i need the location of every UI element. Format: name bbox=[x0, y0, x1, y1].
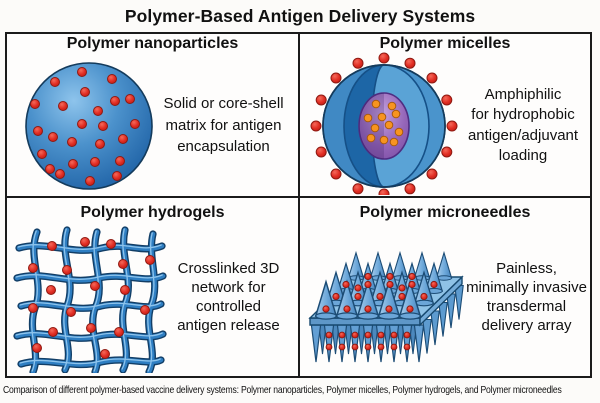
quadrant-polymer-nanoparticles: Polymer nanoparticles Solid or core-shel… bbox=[7, 34, 300, 198]
quadrant-title: Polymer microneedles bbox=[359, 203, 531, 221]
quadrant-title: Polymer micelles bbox=[379, 35, 511, 52]
description-line: Painless, bbox=[496, 260, 557, 277]
description-line: antigen release bbox=[177, 317, 280, 334]
surface-antigen-dots bbox=[310, 52, 458, 195]
description-line: for hydrophobic bbox=[471, 106, 575, 123]
antigen-dots bbox=[30, 67, 140, 186]
needle-antigen-dots bbox=[325, 331, 411, 350]
micelle-illustration bbox=[310, 52, 458, 195]
description-line: network for bbox=[191, 279, 266, 296]
description-line: Amphiphilic bbox=[484, 85, 562, 103]
description-line: transdermal bbox=[486, 298, 567, 315]
hydrogel-illustration bbox=[7, 198, 300, 373]
antigen-dots bbox=[28, 236, 155, 359]
description-line: delivery array bbox=[481, 317, 572, 334]
quadrant-title: Polymer hydrogels bbox=[80, 203, 225, 221]
micelles-description: Amphiphilic for hydrophobic antigen/adju… bbox=[450, 54, 596, 197]
description-line: Solid or core-shell bbox=[163, 95, 284, 113]
description-line: minimally invasive bbox=[466, 279, 587, 296]
microneedles-description: Painless, minimally invasive transdermal… bbox=[455, 222, 598, 373]
quadrant-grid: Polymer nanoparticles Solid or core-shel… bbox=[5, 32, 592, 378]
cone-antigen-dots bbox=[322, 272, 438, 313]
description-line: loading bbox=[498, 147, 548, 164]
caption-container: Comparison of different polymer-based va… bbox=[0, 382, 600, 402]
nanoparticles-description: Solid or core-shell matrix for antigen e… bbox=[151, 54, 296, 197]
hydrogels-description: Crosslinked 3D network for controlled an… bbox=[159, 222, 298, 373]
quadrant-polymer-hydrogels: Polymer hydrogels bbox=[7, 197, 300, 376]
figure-caption: Comparison of different polymer-based va… bbox=[3, 384, 562, 396]
nanoparticle-illustration bbox=[25, 62, 153, 190]
description-line: Crosslinked 3D bbox=[177, 260, 280, 277]
quadrant-polymer-micelles: Polymer micelles bbox=[300, 34, 590, 198]
quadrant-title: Polymer nanoparticles bbox=[66, 35, 239, 52]
description-line: encapsulation bbox=[177, 138, 270, 156]
description-line: controlled bbox=[195, 298, 262, 315]
figure-title: Polymer-Based Antigen Delivery Systems bbox=[124, 6, 476, 26]
adjuvant-dots bbox=[363, 99, 404, 147]
quadrant-polymer-microneedles: Polymer microneedles bbox=[300, 198, 590, 377]
description-line: matrix for antigen bbox=[165, 116, 282, 134]
microneedle-illustration bbox=[308, 251, 464, 363]
description-line: antigen/adjuvant bbox=[467, 126, 579, 144]
hydrophobic-core bbox=[358, 92, 410, 160]
